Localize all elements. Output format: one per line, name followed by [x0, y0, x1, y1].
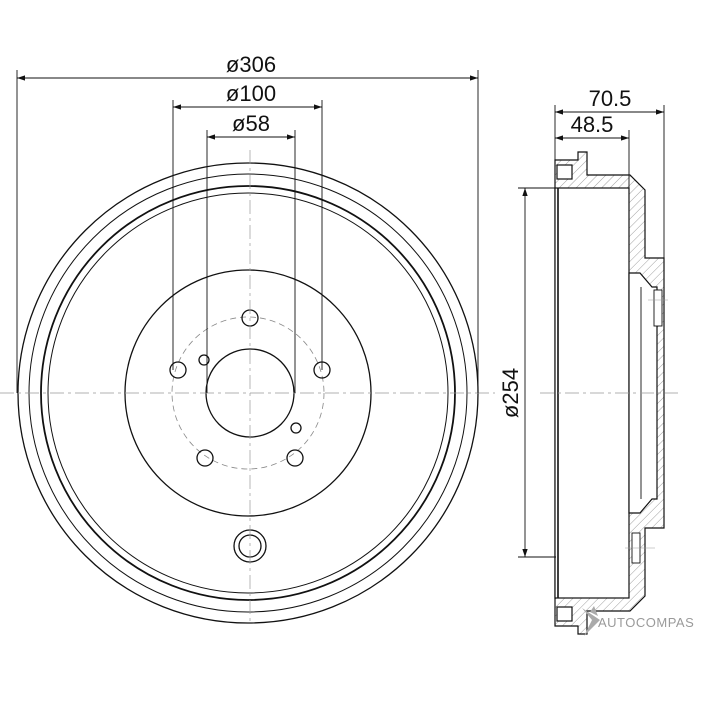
bolt-circle	[171, 316, 325, 470]
watermark-logo: AUTOCOMPAS	[582, 606, 694, 636]
front-view	[0, 150, 495, 625]
label-outer-diameter: ø306	[226, 52, 276, 77]
watermark-text: AUTOCOMPAS	[598, 615, 694, 630]
front-dimensions	[16, 70, 479, 393]
bolt-hole	[196, 449, 214, 467]
flange-slot	[556, 606, 573, 622]
pin-hole	[198, 354, 210, 366]
braking-surface-inner	[47, 192, 449, 594]
compass-logo-icon	[582, 606, 600, 636]
side-view	[540, 151, 678, 635]
flange-slot	[556, 164, 573, 180]
pin-hole	[290, 422, 302, 434]
side-dimensions	[518, 105, 665, 558]
bolt-hole	[286, 449, 304, 467]
label-drum-inner-diameter: ø254	[498, 368, 523, 418]
label-center-bore: ø58	[232, 111, 270, 136]
bolt-hole	[169, 361, 187, 379]
label-bolt-circle: ø100	[226, 81, 276, 106]
label-overall-height: 70.5	[589, 86, 632, 111]
label-drum-depth: 48.5	[571, 112, 614, 137]
stud-hole	[653, 289, 663, 327]
